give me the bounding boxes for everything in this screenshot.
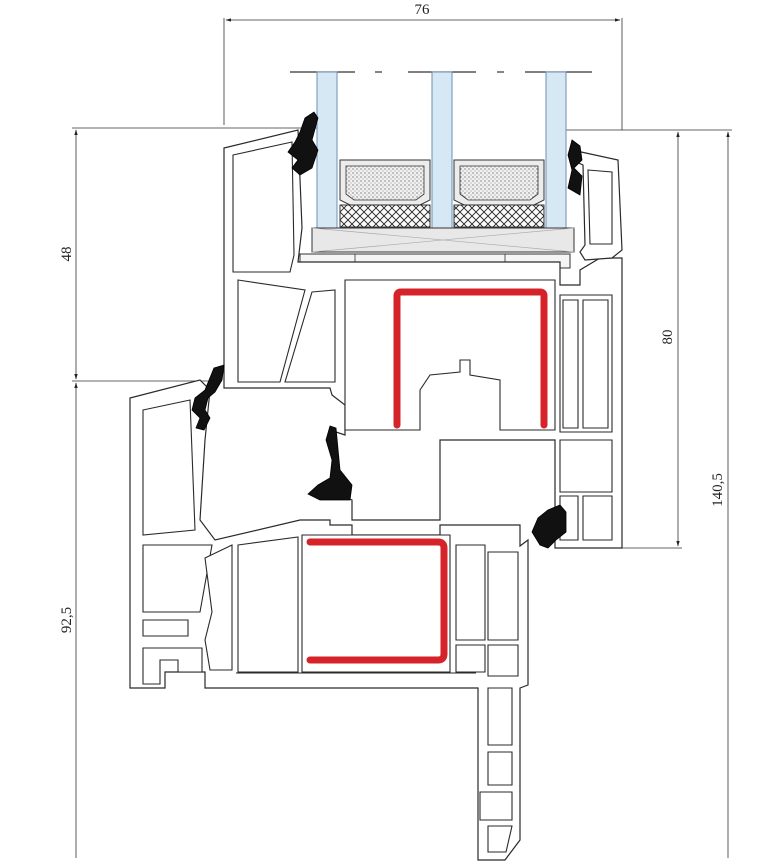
dimension-label-48: 48 [59, 247, 75, 262]
butyl-seal-left [339, 204, 431, 228]
glass-pane-middle [431, 71, 453, 229]
dimension-height-80: 80 [560, 129, 732, 549]
glass-pane-inner [545, 71, 567, 229]
gasket-sash-bottom [531, 504, 567, 549]
dimension-label-76: 76 [415, 2, 431, 18]
dimension-label-80: 80 [660, 330, 676, 345]
steel-reinforcement-frame [306, 538, 448, 664]
dimension-label-92-5: 92,5 [59, 607, 75, 633]
dimension-height-92-5: 92,5 [59, 382, 78, 858]
frame-reinforcement-chamber [301, 534, 451, 673]
dimension-width-76: 76 [223, 2, 623, 130]
gasket-glass-outer [287, 111, 319, 176]
sash-chamber-1 [232, 141, 295, 273]
butyl-seal-right [453, 204, 545, 228]
triple-glazing-icon [290, 71, 592, 269]
dimension-label-140-5: 140,5 [710, 473, 726, 507]
glass-pane-outer [316, 71, 338, 229]
steel-reinforcement-sash [393, 288, 548, 429]
dimension-height-140-5: 140,5 [710, 131, 730, 858]
gasket-centre-seal [307, 425, 353, 501]
gasket-glass-inner [567, 139, 583, 196]
rubber-gasket-icon [191, 111, 583, 549]
gasket-sash-frame-top [191, 364, 225, 431]
frame-profile [129, 379, 529, 861]
